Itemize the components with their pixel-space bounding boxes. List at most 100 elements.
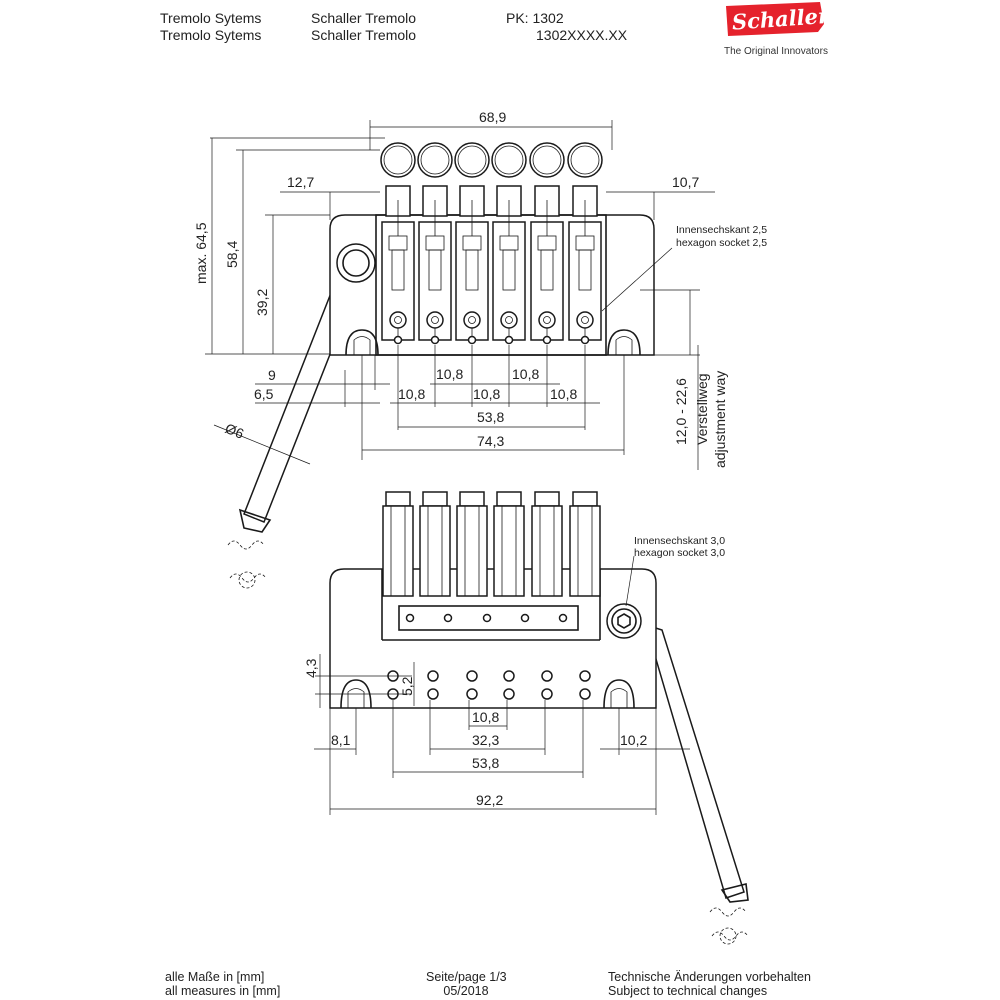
saddle-screw-5 [538,311,556,329]
dim-max-height: max. 64,5 [193,222,209,284]
header-article-number: 1302XXXX.XX [536,27,628,43]
schaller-logo: Schaller The Original Innovators [724,2,832,57]
hex-note-top-de: Innensechskant 2,5 [676,224,767,236]
fine-tuner-ring-2 [420,145,450,175]
clamp-screws [405,613,568,623]
saddle-2 [418,185,452,345]
top-view: 68,9 12,7 10,7 max. 64,5 58,4 39,2 9 6,5… [193,109,767,589]
footer-units-en: all measures in [mm] [165,984,281,998]
footer-units-de: alle Maße in [mm] [165,970,265,984]
dim-arm-diameter: Ø6 [223,420,247,442]
dim-left-offset: 12,7 [287,174,314,190]
saddle-3 [455,185,489,345]
dim-spacing-lower-b: 10,8 [473,386,500,402]
footer-changes-de: Technische Änderungen vorbehalten [608,970,811,984]
header-product-line2: Schaller Tremolo [311,27,417,43]
footer-date: 05/2018 [443,984,489,998]
saddle-screw-4 [500,311,518,329]
saddle-bottom-1 [382,491,414,597]
header-col1: Tremolo Sytems Tremolo Sytems [160,10,261,44]
footer-page: Seite/page 1/3 05/2018 [426,970,507,998]
dim-adjust-range: 12,0 - 22,6 [673,378,689,445]
saddle-1 [381,185,415,345]
saddle-bottom-3 [456,491,488,597]
hex-note-bottom: Innensechskant 3,0 hexagon socket 3,0 [634,535,725,559]
clamp-screw-1 [405,613,415,623]
string-hole-upper-5 [541,670,553,682]
fine-tuner-knob-2 [417,142,453,178]
bottom-dimension-lines [314,555,690,815]
fine-tuner-knob-3 [454,142,490,178]
top-dimension-lines [205,120,715,470]
tremolo-arm-bottom [644,623,749,945]
top-dimension-texts: 68,9 12,7 10,7 max. 64,5 58,4 39,2 9 6,5… [193,109,728,468]
knife-edge-left-top [345,329,379,356]
dim-spacing-lower-a: 10,8 [398,386,425,402]
dim-left-65: 6,5 [254,386,274,402]
clamp-screw-3 [482,613,492,623]
fine-tuner-ring-5 [532,145,562,175]
dim-left-9: 9 [268,367,276,383]
string-hole-upper-6 [579,670,591,682]
knife-edge-right-top [607,329,641,356]
string-hole-upper-4 [503,670,515,682]
saddle-screw-1 [389,311,407,329]
dim-overall-width: 68,9 [479,109,506,125]
bottom-dimension-texts: 4,3 5,2 10,8 32,3 53,8 92,2 8,1 10,2 [303,658,647,808]
dim-span-53: 53,8 [477,409,504,425]
dim-b-538: 53,8 [472,755,499,771]
dim-height-58: 58,4 [224,241,240,268]
bottom-view: 4,3 5,2 10,8 32,3 53,8 92,2 8,1 10,2 Inn… [303,491,749,945]
dim-b-102: 10,2 [620,732,647,748]
saddle-bottom-2 [419,491,451,597]
saddle-5 [530,185,564,345]
fine-tuners-top [380,142,603,178]
fine-tuner-ring-4 [494,145,524,175]
dim-span-74: 74,3 [477,433,504,449]
footer-page-number: Seite/page 1/3 [426,970,507,984]
dim-spacing-upper-a: 10,8 [436,366,463,382]
hex-note-bottom-de: Innensechskant 3,0 [634,535,725,547]
clamp-screw-5 [558,613,568,623]
dim-spacing-lower-c: 10,8 [550,386,577,402]
logo-tagline: The Original Innovators [724,46,828,57]
saddles-bottom [382,491,601,597]
saddle-bottom-5 [531,491,563,597]
dim-adjust-en: adjustment way [712,371,728,468]
string-hole-lower-4 [503,688,515,700]
logo-badge-shape [726,2,824,36]
hex-note-top: Innensechskant 2,5 hexagon socket 2,5 [676,224,767,249]
header-system-line1: Tremolo Sytems [160,10,262,26]
dim-b-108: 10,8 [472,709,499,725]
dim-spacing-upper-b: 10,8 [512,366,539,382]
dim-right-offset: 10,7 [672,174,699,190]
saddles-top [381,185,602,345]
lock-clamp-bar [398,605,579,631]
string-hole-lower-5 [541,688,553,700]
fine-tuner-knob-4 [491,142,527,178]
fine-tuner-ring-1 [383,145,413,175]
dim-b-81: 8,1 [331,732,351,748]
fine-tuner-knob-6 [567,142,603,178]
saddle-screw-2 [426,311,444,329]
hex-note-top-en: hexagon socket 2,5 [676,237,767,249]
clamp-screw-2 [443,613,453,623]
saddle-4 [492,185,526,345]
saddle-bottom-4 [493,491,525,597]
dim-height-39: 39,2 [254,289,270,316]
fine-tuner-ring-6 [570,145,600,175]
header-system-line2: Tremolo Sytems [160,27,262,43]
header-col2: Schaller Tremolo Schaller Tremolo [311,10,416,44]
fine-tuner-knob-5 [529,142,565,178]
string-hole-upper-3 [466,670,478,682]
saddle-screw-6 [576,311,594,329]
header-pk-number: PK: 1302 [506,10,564,26]
saddle-6 [568,185,602,345]
saddle-screw-3 [463,311,481,329]
fine-tuner-knob-1 [380,142,416,178]
hex-note-bottom-en: hexagon socket 3,0 [634,547,725,559]
saddle-bottom-6 [569,491,601,597]
header-col3: PK: 1302 1302XXXX.XX [506,10,627,44]
dim-b-52: 5,2 [399,676,415,696]
